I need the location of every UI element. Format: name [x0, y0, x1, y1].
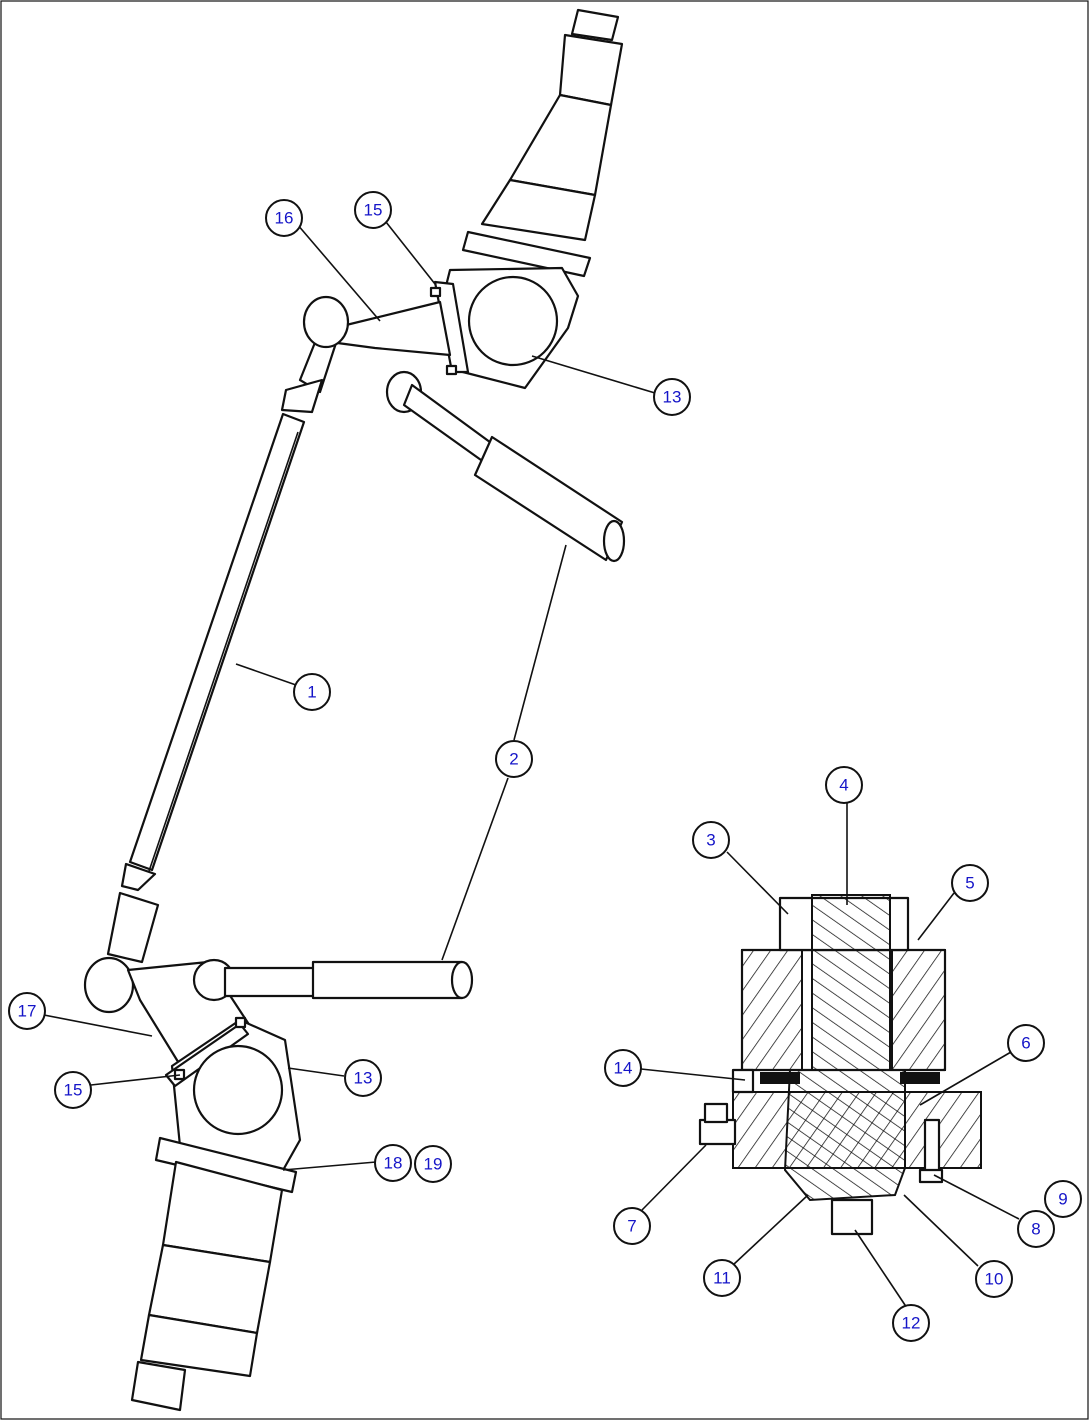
svg-text:19: 19: [424, 1155, 443, 1174]
svg-text:15: 15: [64, 1081, 83, 1100]
svg-text:3: 3: [706, 831, 715, 850]
svg-text:4: 4: [839, 776, 848, 795]
svg-text:9: 9: [1058, 1190, 1067, 1209]
callout-1: 1: [293, 673, 331, 711]
svg-text:6: 6: [1021, 1034, 1030, 1053]
callout-5: 5: [951, 864, 989, 902]
callout-4: 4: [825, 766, 863, 804]
callout-16: 16: [265, 199, 303, 237]
svg-text:7: 7: [627, 1217, 636, 1236]
svg-text:18: 18: [384, 1154, 403, 1173]
callout-13-lower: 13: [344, 1059, 382, 1097]
svg-text:2: 2: [509, 750, 518, 769]
upper-steering-arm: [280, 295, 452, 414]
callout-17: 17: [8, 992, 46, 1030]
tie-rod: [120, 412, 306, 892]
svg-text:15: 15: [364, 201, 383, 220]
callout-2: 2: [495, 740, 533, 778]
callout-18: 18: [374, 1144, 412, 1182]
svg-text:11: 11: [713, 1269, 731, 1288]
svg-text:16: 16: [275, 209, 294, 228]
callout-14: 14: [604, 1049, 642, 1087]
svg-text:13: 13: [354, 1069, 373, 1088]
callout-8: 8: [1017, 1210, 1055, 1248]
lower-steering-arm: [126, 958, 317, 1067]
callout-10: 10: [975, 1260, 1013, 1298]
svg-text:10: 10: [985, 1270, 1004, 1289]
svg-text:8: 8: [1031, 1220, 1040, 1239]
callout-3: 3: [692, 821, 730, 859]
callout-19: 19: [414, 1145, 452, 1183]
callout-13-upper: 13: [653, 378, 691, 416]
lower-spindle: [130, 1136, 298, 1412]
svg-text:1: 1: [307, 683, 316, 702]
upper-cylinder-rod: [385, 370, 626, 563]
svg-text:12: 12: [902, 1314, 921, 1333]
lower-tie-rod-end: [83, 891, 160, 1014]
callout-7: 7: [613, 1207, 651, 1245]
callout-15-lower: 15: [54, 1071, 92, 1109]
lower-knuckle: [164, 1016, 302, 1174]
lower-cylinder: [311, 960, 474, 1000]
upper-spindle: [461, 8, 624, 278]
callout-15-upper: 15: [354, 191, 392, 229]
callout-9: 9: [1044, 1180, 1082, 1218]
leader-lines: [43, 221, 1020, 1309]
svg-text:14: 14: [614, 1059, 633, 1078]
svg-text:5: 5: [965, 874, 974, 893]
callout-12: 12: [892, 1304, 930, 1342]
callout-11: 11: [703, 1259, 741, 1297]
svg-text:17: 17: [18, 1002, 37, 1021]
svg-text:13: 13: [663, 388, 682, 407]
kingpin-section: [698, 894, 982, 1236]
callout-6: 6: [1007, 1024, 1045, 1062]
upper-knuckle: [429, 266, 580, 390]
